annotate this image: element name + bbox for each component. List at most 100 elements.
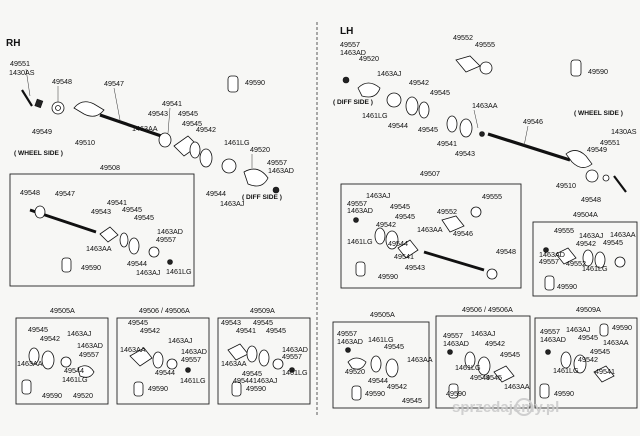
rh-part-label: 49544 bbox=[206, 189, 226, 198]
lh-part-label: 1463AJ bbox=[579, 231, 604, 240]
rh-part-label: 1463AA bbox=[120, 345, 146, 354]
lh-part-label: 49545 bbox=[402, 396, 422, 405]
rh-part-label: 49543 bbox=[148, 109, 168, 118]
lh-part-label: 1430AS bbox=[611, 127, 637, 136]
lh-part-label: 49544 bbox=[368, 376, 388, 385]
rh-part-label: 1430AS bbox=[9, 68, 35, 77]
lh-part-label: 1463AA bbox=[472, 101, 498, 110]
lh-part-label: 49557 bbox=[337, 329, 357, 338]
rh-kit-box-49506 bbox=[116, 317, 210, 405]
lh-part-label: 1463AJ bbox=[566, 325, 591, 334]
lh-part-label: 49542 bbox=[409, 78, 429, 87]
lh-part-label: 1463AA bbox=[417, 225, 443, 234]
rh-part-label: 1461LG bbox=[62, 375, 88, 384]
rh-part-label: 49543 bbox=[91, 207, 111, 216]
lh-part-label: 1463AD bbox=[337, 337, 363, 346]
rh-part-label: 49520 bbox=[250, 145, 270, 154]
lh-part-label: 49546 bbox=[453, 229, 473, 238]
rh-kit-title-49508: 49508 bbox=[100, 163, 120, 172]
lh-part-label: 1463AD bbox=[539, 250, 565, 259]
rh-part-label: 49545 bbox=[182, 119, 202, 128]
rh-part-label: 49544 bbox=[155, 368, 175, 377]
lh-part-label: 49542 bbox=[387, 382, 407, 391]
lh-part-label: 49545 bbox=[578, 333, 598, 342]
lh-kit-box-49507 bbox=[340, 183, 522, 289]
lh-part-label: 49552 bbox=[566, 259, 586, 268]
lh-part-label: 49557 bbox=[540, 327, 560, 336]
lh-part-label: 49590 bbox=[446, 389, 466, 398]
rh-part-label: 1463AJ bbox=[67, 329, 92, 338]
rh-kit-title-49505a: 49505A bbox=[50, 306, 75, 315]
lh-part-label: 1463AJ bbox=[471, 329, 496, 338]
part-number-labels: 495511430AS49548495494951049547495414954… bbox=[9, 33, 637, 405]
lh-part-label: 49542 bbox=[376, 220, 396, 229]
lh-part-label: 1463AJ bbox=[366, 191, 391, 200]
lh-part-label: 49542 bbox=[485, 339, 505, 348]
rh-part-label: 49544 bbox=[233, 376, 253, 385]
rh-part-label: 49544 bbox=[127, 259, 147, 268]
lh-part-label: 49545 bbox=[390, 202, 410, 211]
rh-part-label: 49542 bbox=[40, 334, 60, 343]
lh-part-label: 1461LG bbox=[553, 366, 579, 375]
rh-part-label: 1463AD bbox=[268, 166, 294, 175]
rh-part-label: 49590 bbox=[246, 384, 266, 393]
lh-kit-title-49506: 49506 / 49506A bbox=[462, 305, 513, 314]
lh-kit-box-49504a bbox=[532, 221, 638, 297]
rh-kit-title-49506: 49506 / 49506A bbox=[139, 306, 190, 315]
lh-part-label: 1463AJ bbox=[377, 69, 402, 78]
lh-kit-title-49507: 49507 bbox=[420, 169, 440, 178]
lh-part-label: 1463AD bbox=[443, 339, 469, 348]
rh-box4-parts bbox=[227, 343, 295, 397]
lh-kit-box-49509a bbox=[534, 317, 638, 409]
rh-part-label: 1463AA bbox=[86, 244, 112, 253]
lh-part-label: 1463AA bbox=[610, 230, 636, 239]
lh-part-label: 49542 bbox=[576, 239, 596, 248]
rh-part-label: 1463AD bbox=[181, 347, 207, 356]
rh-part-label: 49545 bbox=[253, 318, 273, 327]
rh-part-label: 1463AJ bbox=[168, 336, 193, 345]
rh-kit-box-49509a bbox=[217, 317, 311, 405]
rh-part-label: 49545 bbox=[122, 205, 142, 214]
lh-part-label: 49520 bbox=[359, 54, 379, 63]
rh-part-label: 49542 bbox=[196, 125, 216, 134]
lh-wheel-side-caption: ( WHEEL SIDE ) bbox=[574, 110, 623, 117]
lh-part-label: 49541 bbox=[437, 139, 457, 148]
lh-part-label: 49555 bbox=[475, 40, 495, 49]
rh-part-label: 1461LG bbox=[282, 368, 308, 377]
lh-part-label: 49543 bbox=[455, 149, 475, 158]
rh-part-label: 1463AA bbox=[132, 124, 158, 133]
rh-part-label: 1463AJ bbox=[220, 199, 245, 208]
lh-part-label: 49520 bbox=[345, 367, 365, 376]
lh-heading: LH bbox=[340, 26, 353, 37]
lh-part-label: 49541 bbox=[394, 252, 414, 261]
rh-kit-box-49508 bbox=[9, 173, 195, 287]
rh-part-label: 49557 bbox=[181, 355, 201, 364]
rh-part-label: 49557 bbox=[282, 352, 302, 361]
lh-part-label: 49549 bbox=[587, 145, 607, 154]
lh-part-label: 1463AD bbox=[540, 335, 566, 344]
lh-part-label: 49545 bbox=[603, 238, 623, 247]
lh-part-label: 49590 bbox=[365, 389, 385, 398]
rh-part-label: 49547 bbox=[104, 79, 124, 88]
rh-diff-side-caption: ( DIFF SIDE ) bbox=[242, 194, 282, 201]
rh-part-label: 1463AA bbox=[17, 359, 43, 368]
lh-part-label: 49543 bbox=[405, 263, 425, 272]
rh-part-label: 49545 bbox=[266, 326, 286, 335]
rh-part-label: 1463AJ bbox=[136, 268, 161, 277]
lh-part-label: 49545 bbox=[482, 373, 502, 382]
lh-part-label: 1463AA bbox=[603, 338, 629, 347]
lh-kit-title-49504a: 49504A bbox=[573, 210, 598, 219]
rh-box1-parts bbox=[29, 205, 173, 273]
lh-part-label: 49557 bbox=[539, 257, 559, 266]
lh-box2-parts bbox=[345, 347, 399, 401]
rh-part-label: 49590 bbox=[245, 78, 265, 87]
rh-part-label: 49544 bbox=[64, 366, 84, 375]
rh-part-label: 49590 bbox=[148, 384, 168, 393]
rh-part-label: 49542 bbox=[140, 326, 160, 335]
rh-box2-parts bbox=[21, 347, 95, 395]
rh-part-label: 1463AJ bbox=[253, 376, 278, 385]
lh-part-label: 49557 bbox=[443, 331, 463, 340]
lh-part-label: 49590 bbox=[612, 323, 632, 332]
lh-part-label: 49545 bbox=[590, 347, 610, 356]
